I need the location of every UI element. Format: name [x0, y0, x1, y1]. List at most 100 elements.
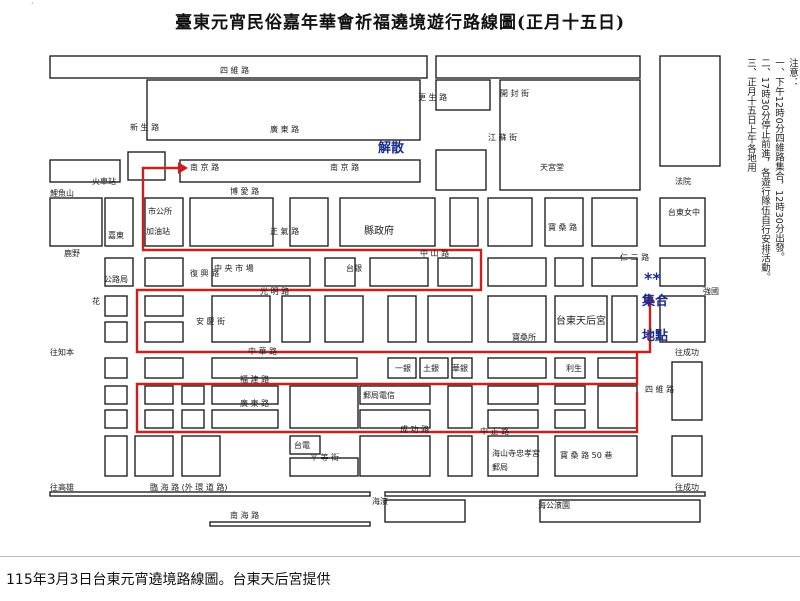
- block: [181, 385, 205, 405]
- block: [104, 385, 128, 405]
- street-label: 光 明 路: [260, 286, 289, 296]
- block: [449, 197, 479, 247]
- block: [211, 385, 279, 405]
- landmark-label: 郵局電信: [363, 390, 395, 400]
- street-label: 嘉東: [108, 230, 124, 240]
- street-label: 南 京 路: [330, 162, 359, 172]
- street-label: 南 京 路: [190, 162, 219, 172]
- landmark-label: 寶桑所: [512, 332, 536, 342]
- procession-route: [135, 188, 639, 434]
- dismiss-label: 解散: [377, 140, 405, 156]
- block: [49, 55, 428, 79]
- block: [104, 197, 134, 247]
- block: [209, 521, 371, 527]
- block: [181, 409, 205, 429]
- block: [597, 385, 638, 429]
- route-arrow: [178, 162, 188, 174]
- block: [659, 257, 706, 287]
- block: [359, 435, 431, 477]
- block: [539, 499, 701, 523]
- block: [104, 357, 128, 379]
- notes-line: 三、正月十五日上午各地用: [745, 58, 756, 172]
- block: [554, 295, 608, 343]
- street-label: 臨 海 路 (外 環 道 路): [150, 482, 228, 492]
- street-label: 台東女中: [668, 207, 700, 217]
- landmark-label: 一銀: [395, 363, 411, 373]
- caption-bar: 115年3月3日台東元宵遶境路線圖。台東天后宮提供: [0, 556, 800, 601]
- street-label: 天宮堂: [540, 162, 564, 172]
- block: [499, 79, 641, 191]
- block: [281, 295, 311, 343]
- block: [611, 295, 638, 343]
- block: [181, 435, 221, 477]
- street-label: 平 等 街: [310, 452, 339, 462]
- street-label: 四 維 路: [220, 65, 249, 75]
- block: [289, 385, 359, 429]
- street-label: 往知本: [50, 347, 74, 357]
- block: [369, 257, 429, 287]
- block: [451, 357, 473, 379]
- street-label: 開 封 街: [500, 88, 529, 98]
- block: [144, 385, 174, 405]
- block: [49, 197, 103, 247]
- block: [289, 457, 359, 477]
- street-label: 火車站: [92, 176, 116, 186]
- assembly-label: 集合: [641, 293, 669, 309]
- block: [211, 295, 271, 343]
- street-label: 海公濱園: [538, 500, 570, 510]
- block: [289, 435, 321, 455]
- block: [144, 257, 184, 287]
- block: [554, 357, 586, 379]
- block: [487, 197, 533, 247]
- street-label: 往成功: [675, 482, 699, 492]
- block: [49, 159, 121, 183]
- block: [359, 385, 431, 405]
- street-label: 廣 東 路: [270, 124, 299, 134]
- caption-text: 115年3月3日台東元宵遶境路線圖。台東天后宮提供: [6, 572, 331, 588]
- street-label: 四 維 路: [645, 384, 674, 394]
- assembly-label: 地點: [642, 328, 668, 344]
- street-label: 成 功 路: [400, 424, 429, 434]
- block: [659, 55, 721, 167]
- block: [487, 435, 539, 477]
- street-label: 鹿野: [64, 248, 80, 258]
- street-label: 安 慶 街: [196, 316, 225, 326]
- block: [127, 151, 166, 181]
- notes-heading: 注意：: [787, 58, 798, 87]
- block: [591, 197, 638, 247]
- block: [104, 321, 128, 343]
- block: [427, 295, 473, 343]
- landmark-label: 土銀: [423, 363, 439, 373]
- street-label: 寶 桑 路: [548, 222, 577, 232]
- street-label: 中 華 路: [248, 346, 277, 356]
- landmark-label: 台東天后宮: [556, 314, 606, 327]
- block: [437, 257, 473, 287]
- block: [134, 435, 174, 477]
- street-label: 往成功: [675, 347, 699, 357]
- street-label: 廣 東 路: [240, 398, 269, 408]
- block: [671, 361, 703, 421]
- street-label: 法院: [675, 176, 691, 186]
- assembly-stars: **: [644, 269, 661, 288]
- street-label: 南 海 路: [230, 510, 259, 520]
- notes-panel: 注意： 一、下午12時0分四維路集合，12時30分出發。 二、17時30分停止前…: [730, 58, 798, 378]
- block: [104, 435, 128, 477]
- street-label: 仁 二 路: [620, 252, 649, 262]
- notes-line: 一、下午12時0分四維路集合，12時30分出發。: [773, 58, 784, 262]
- block: [544, 197, 584, 247]
- block: [419, 357, 449, 379]
- block: [104, 257, 134, 287]
- block: [487, 409, 539, 429]
- route-arrow: [645, 294, 655, 302]
- block: [324, 257, 356, 287]
- block: [49, 491, 371, 497]
- corner-mark: ´: [30, 2, 34, 11]
- landmark-label: 市公所: [148, 206, 172, 216]
- landmark-label: 郵局: [492, 462, 508, 472]
- street-label: 中 山 路: [420, 248, 449, 258]
- landmark-label: 忠孝宮: [516, 448, 540, 458]
- block: [554, 435, 638, 477]
- block: [554, 385, 586, 405]
- block: [435, 149, 487, 191]
- street-label: 海濱: [372, 496, 388, 506]
